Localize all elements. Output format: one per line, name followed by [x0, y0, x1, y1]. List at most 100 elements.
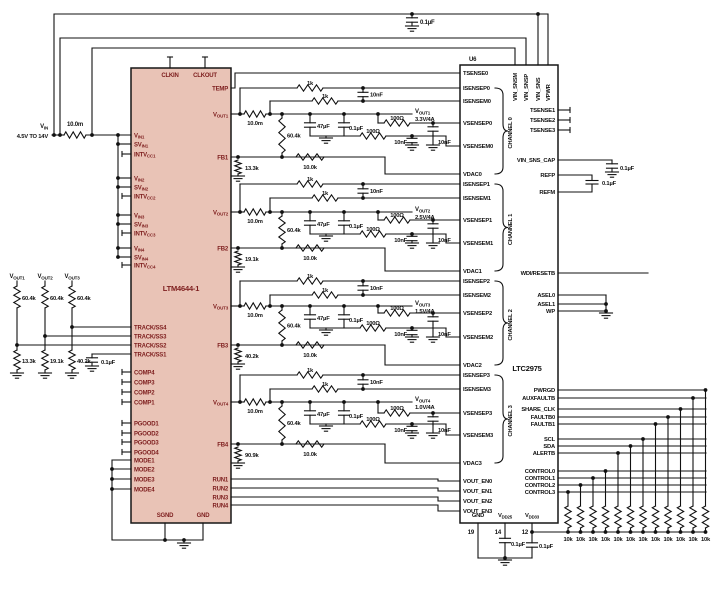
ltc-pin-label: VSENSEP1 — [463, 218, 493, 224]
u6-ref: U6 — [469, 57, 477, 63]
shunt-value: 10.0m — [247, 409, 262, 415]
track-bottom-r-value: 13.3k — [22, 359, 36, 365]
track-divider-out-label: VOUT2 — [37, 274, 53, 280]
track-top-r-value: 60.4k — [22, 296, 36, 302]
ltm-name: LTM4644-1 — [163, 284, 199, 293]
junction-dot — [591, 530, 595, 534]
fb-bottom-resistor — [233, 250, 243, 266]
ltm-pin-label: VOUT1 — [213, 112, 229, 118]
fb-top-r-value: 60.4k — [287, 228, 301, 234]
vsensem-resistor — [359, 419, 387, 429]
junction-dot — [236, 155, 240, 159]
ltm-pin-label: FB3 — [217, 343, 229, 349]
vsensep-resistor — [383, 118, 411, 128]
ltc-top-pin-label: VIN_SNS — [536, 77, 542, 101]
vdac-wire — [384, 443, 461, 464]
ltc-name: LTC2975 — [512, 364, 541, 373]
isense-cap-value: 10nF — [370, 286, 383, 292]
ltc-pin-label: ISENSEM2 — [463, 293, 491, 299]
ltm-pin-label: SVIN4 — [134, 255, 149, 261]
ltm-pin-label: RUN1 — [212, 477, 228, 483]
ltc-pin-label: ISENSEP1 — [463, 182, 491, 188]
vin-snsm-rail — [91, 47, 516, 136]
fb-bottom-resistor — [233, 446, 243, 462]
track-bottom-resistor — [67, 349, 77, 371]
vsensem-cap-value: 10nF — [394, 140, 407, 146]
vdac-wire — [384, 247, 461, 272]
vsensep-r-value: 100Ω — [390, 406, 404, 412]
ltm-pin-label: TEMP — [212, 86, 228, 92]
refm-wire — [557, 183, 593, 193]
track-bottom-resistor — [12, 349, 22, 371]
junction-dot — [110, 487, 114, 491]
ltc-pin-label: REFP — [540, 173, 555, 179]
ltc-pin-label: SCL — [544, 437, 556, 443]
ltc-pin-label: TSENSE0 — [463, 71, 488, 77]
fb-top-r-value: 60.4k — [287, 421, 301, 427]
ltc-top-pin-label: VIN_SNSP — [524, 74, 530, 101]
ltm-pin-label: SVIN1 — [134, 142, 149, 148]
pullup-value: 10k — [638, 537, 648, 543]
ltc-pin-label: VSENSEP2 — [463, 311, 492, 317]
junction-dot — [604, 302, 608, 306]
vsensep-cap-value: 10nF — [438, 332, 451, 338]
vout-net-label: VOUT1 — [415, 109, 431, 115]
ltc-pin-label: ISENSEM3 — [463, 387, 492, 393]
dac-r-value: 10.0k — [303, 256, 317, 262]
ltm-pin-label: MODE2 — [134, 467, 155, 473]
track-top-resistor — [67, 285, 77, 309]
run-en-wire — [230, 504, 461, 512]
ltc-pin-label: CONTROL1 — [525, 476, 556, 482]
junction-dot — [603, 530, 608, 534]
channel-label: CHANNEL 2 — [508, 309, 514, 340]
ltm-pin-label: TRACK/SS3 — [134, 334, 167, 340]
ltc-pin-label: ALERTB — [533, 451, 555, 457]
junction-dot — [116, 185, 120, 189]
vpwr-rail — [53, 13, 549, 136]
output-shunt-resistor — [243, 397, 267, 407]
ltm-pin-label: SVIN2 — [134, 185, 149, 191]
pullup-resistor — [576, 505, 585, 529]
ltm-pin-label: PGOOD1 — [134, 421, 159, 427]
dac-r-value: 10.0k — [303, 353, 317, 359]
pullup-resistor — [663, 505, 673, 529]
fb-top-r-value: 60.4k — [287, 324, 301, 330]
ltm4644-chip — [130, 67, 232, 524]
vsensep-r-value: 100Ω — [390, 116, 404, 122]
channel-label: CHANNEL 3 — [508, 404, 514, 436]
junction-dot — [58, 133, 62, 137]
vsensep-cap-value: 10nF — [438, 238, 451, 244]
pullup-value: 10k — [701, 537, 711, 543]
ltc-pin-label: VDAC2 — [463, 363, 482, 369]
output-shunt-resistor — [243, 207, 267, 217]
ltm-pin-label: SVIN3 — [134, 222, 149, 228]
ltm-pin-label: INTVCC2 — [134, 194, 156, 200]
ltc-pin-label: REFM — [539, 190, 555, 196]
isensem-resistor — [311, 96, 339, 106]
shunt-value: 10.0m — [247, 313, 262, 319]
hf-cap-value: 0.1µF — [349, 126, 364, 132]
pullup-value: 10k — [576, 537, 586, 543]
pullup-value: 10k — [676, 537, 686, 543]
vout-net-label: VOUT4 — [415, 397, 431, 403]
shunt-value: 10.0m — [247, 121, 262, 127]
ltc-pin-label: ISENSEP0 — [463, 86, 490, 92]
vout-net-label: VOUT3 — [415, 301, 431, 307]
junction-dot — [236, 442, 240, 446]
fb-top-resistor — [277, 309, 287, 342]
ltm-pin-label: FB1 — [217, 155, 229, 161]
ltm-pin-label: MODE3 — [134, 477, 155, 483]
channel-brace — [494, 374, 509, 464]
ltc-top-pin-label: VPWR — [546, 83, 552, 101]
ltm-pin-label: PGOOD2 — [134, 431, 159, 437]
vout-rating-label: 2.5V/4A — [415, 215, 436, 221]
junction-dot — [566, 530, 570, 534]
junction-dot — [116, 133, 120, 137]
pullup-resistor — [651, 505, 660, 529]
isense-cap-value: 10nF — [370, 189, 383, 195]
ltc-pin-label: VSENSEM1 — [463, 241, 494, 247]
fb-bottom-r-value: 13.3k — [245, 166, 259, 172]
ltc-pin-label: VOUT_EN1 — [463, 489, 493, 495]
track-divider-out-label: VOUT1 — [9, 274, 25, 280]
